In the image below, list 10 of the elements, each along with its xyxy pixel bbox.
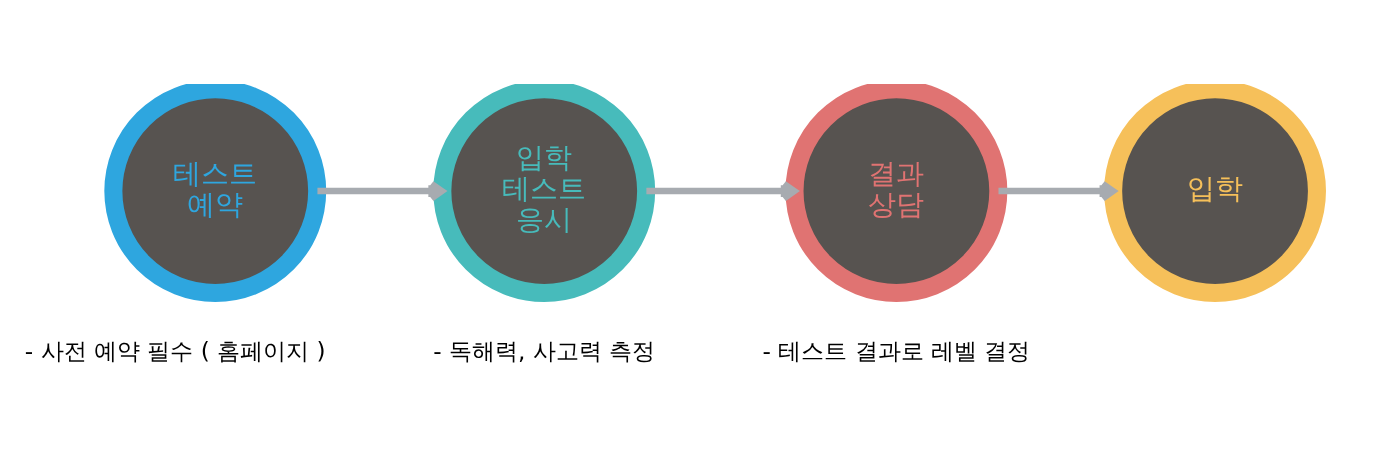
- arrow: [317, 180, 446, 202]
- node-circle: 입학 테스트 응시: [433, 84, 656, 302]
- node-circle: 테스트 예약: [104, 84, 327, 302]
- arrow: [998, 180, 1117, 202]
- node-label: - 테스트 결과로 레벨 결정: [762, 337, 1031, 365]
- node-label: - 독해력, 사고력 측정: [433, 337, 656, 365]
- node-circle: 입학: [1104, 84, 1326, 302]
- node-label: - 사전 예약 필수 ( 홈페이지 ): [24, 337, 326, 365]
- arrow: [646, 180, 798, 202]
- node-circle: 결과 상담: [785, 84, 1008, 302]
